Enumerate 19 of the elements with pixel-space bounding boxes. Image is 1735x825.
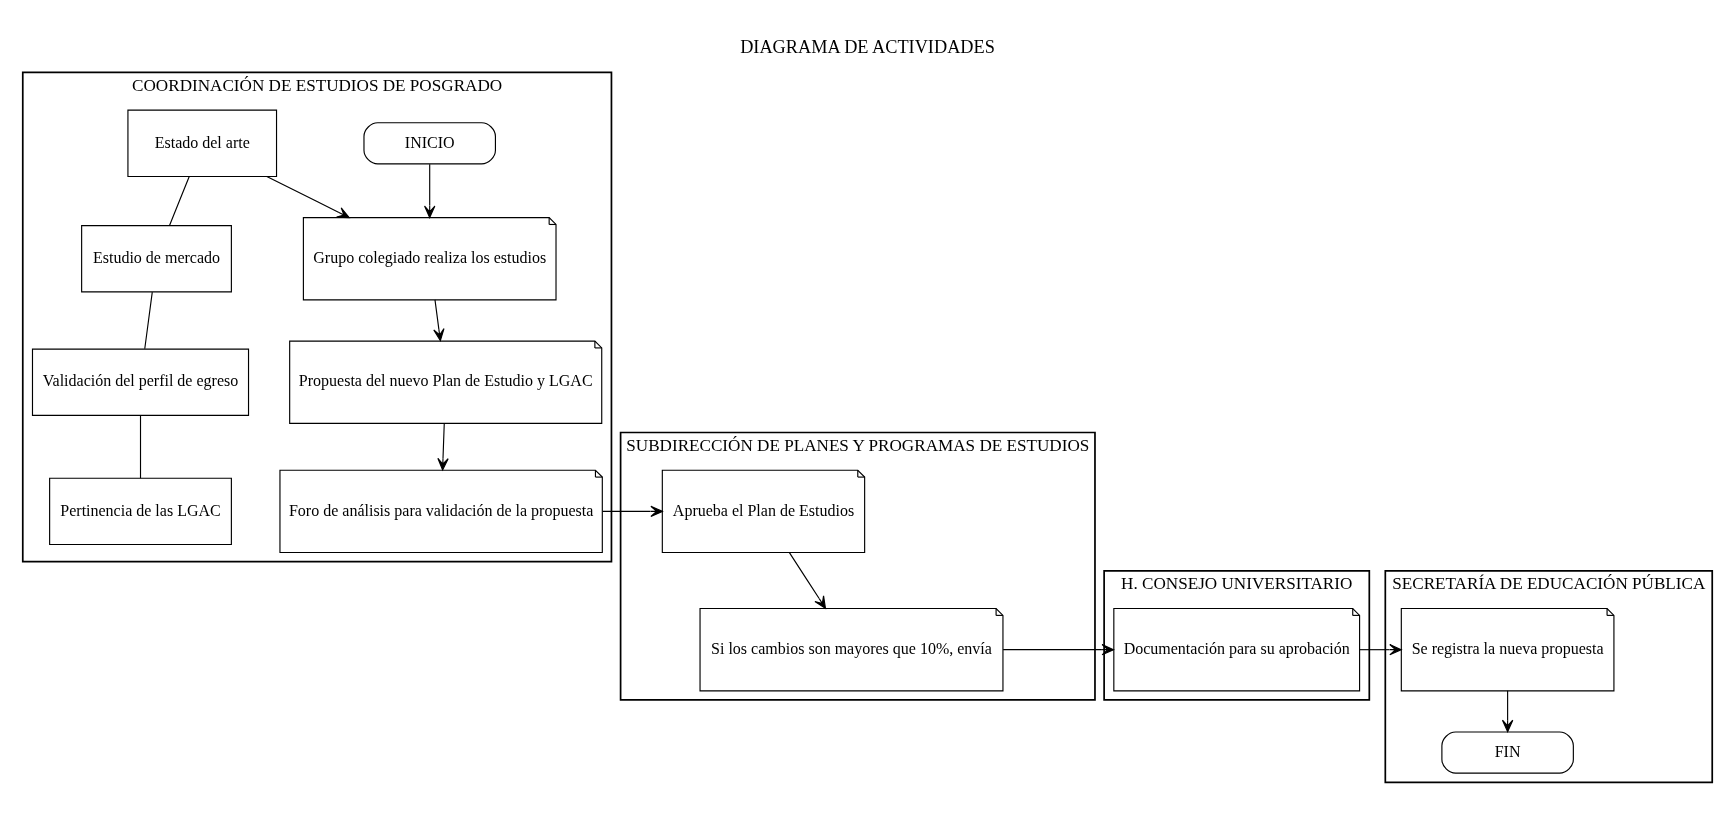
arrow xyxy=(437,422,449,471)
node-box: Pertinencia de las LGAC xyxy=(49,477,232,546)
connector xyxy=(139,414,142,479)
arrow xyxy=(433,299,445,342)
connector xyxy=(168,176,190,226)
arrow xyxy=(424,163,436,219)
arrow xyxy=(1359,643,1402,656)
node-box: Validación del perfil de egreso xyxy=(31,348,250,416)
node-box: FIN xyxy=(1441,731,1574,774)
arrow xyxy=(266,176,350,219)
node-box: INICIO xyxy=(363,122,496,165)
node-box: Estudio de mercado xyxy=(81,225,232,293)
node-box: Estado del arte xyxy=(127,109,278,178)
arrow xyxy=(1002,643,1115,656)
arrow xyxy=(1501,690,1514,733)
arrow xyxy=(602,505,663,518)
arrow xyxy=(788,552,827,609)
diagram-title: DIAGRAMA DE ACTIVIDADES xyxy=(740,36,995,57)
connector xyxy=(144,291,153,350)
